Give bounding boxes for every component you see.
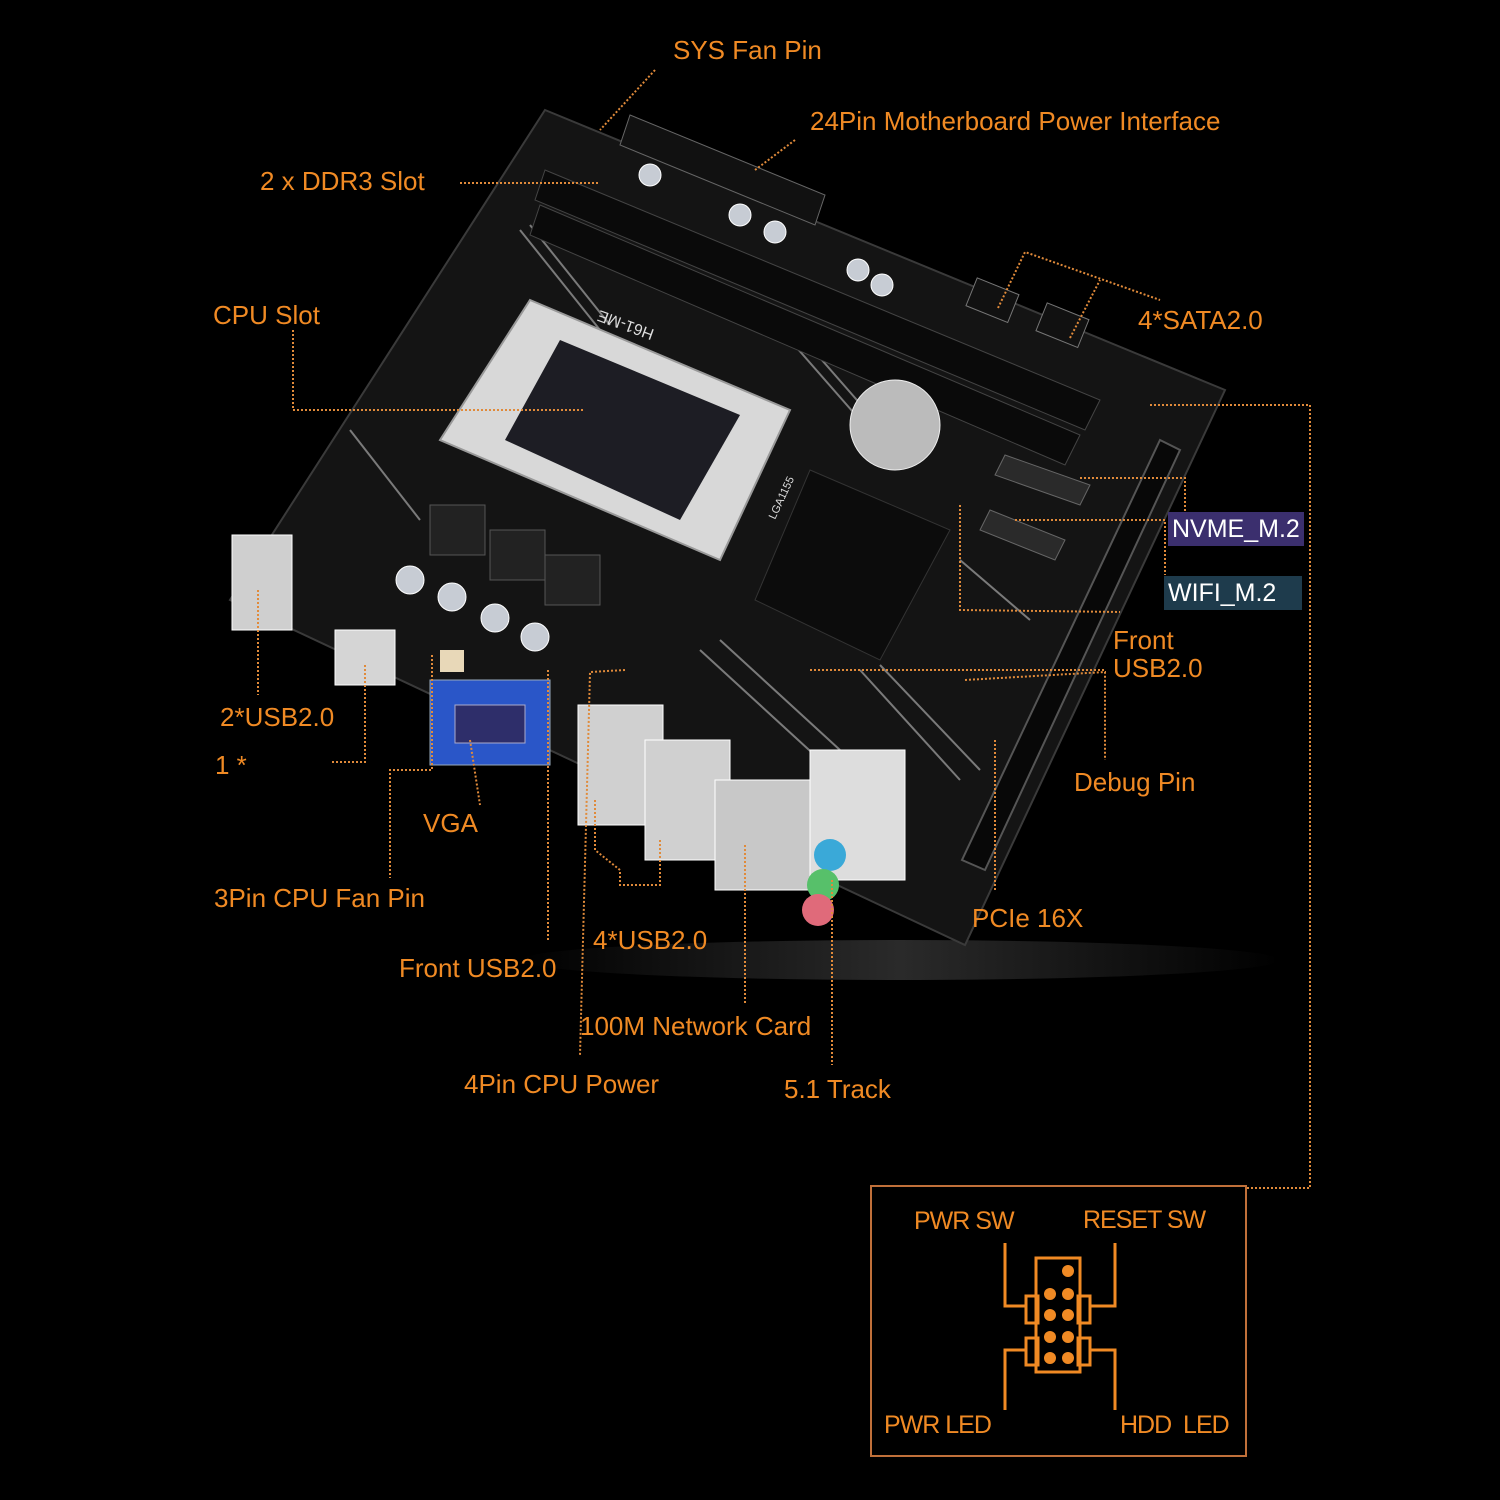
label-network-card: 100M Network Card	[580, 1011, 812, 1041]
ddr3-slot-2	[529, 204, 1081, 466]
ddr3-slot-1	[534, 169, 1101, 431]
leader-lines	[257, 69, 1311, 1189]
board-decoration	[349, 224, 1031, 781]
label-reset-sw: RESET SW	[1083, 1206, 1206, 1234]
label-24pin-power: 24Pin Motherboard Power Interface	[810, 106, 1221, 136]
label-pcie: PCIe 16X	[972, 903, 1084, 933]
label-cpu-fan: 3Pin CPU Fan Pin	[214, 883, 425, 913]
label-sys-fan-pin: SYS Fan Pin	[673, 35, 822, 65]
label-cpu-power: 4Pin CPU Power	[464, 1069, 660, 1099]
board-shadow	[520, 940, 1280, 980]
capacitors	[395, 163, 894, 652]
label-ddr3-slot: 2 x DDR3 Slot	[260, 166, 425, 196]
power-24pin-connector	[619, 114, 826, 226]
pcie-slot	[960, 438, 1182, 872]
label-audio: 5.1 Track	[784, 1074, 891, 1104]
label-vga: VGA	[423, 808, 478, 838]
chipset-heatsink	[754, 469, 951, 661]
wifi-m2-slot	[979, 509, 1066, 561]
vrm-chokes	[429, 504, 601, 606]
label-debug-pin: Debug Pin	[1074, 767, 1196, 797]
label-nvme-m2: NVME_M.2	[1168, 512, 1304, 546]
label-front-usb-right-line1: Front	[1113, 625, 1174, 655]
label-pwr-led: PWR LED	[884, 1411, 992, 1439]
label-sata: 4*SATA2.0	[1138, 305, 1263, 335]
label-cpu-slot: CPU Slot	[213, 300, 320, 330]
label-usb-left: 2*USB2.0	[220, 702, 335, 732]
nvme-m2-slot	[994, 454, 1091, 506]
label-one-star: 1 *	[215, 750, 247, 780]
label-pwr-sw: PWR SW	[914, 1207, 1015, 1235]
label-hdd-led: HDD LED	[1120, 1411, 1230, 1439]
label-front-usb-right-line2: USB2.0	[1113, 653, 1203, 683]
label-usb-rear: 4*USB2.0	[593, 925, 708, 955]
label-wifi-m2: WIFI_M.2	[1164, 576, 1302, 610]
sata-ports	[965, 277, 1090, 349]
front-panel-header-diagram	[870, 1185, 1247, 1457]
label-front-usb-bottom: Front USB2.0	[399, 953, 557, 983]
cpu-socket-cover	[505, 340, 740, 520]
cmos-battery	[849, 379, 941, 471]
